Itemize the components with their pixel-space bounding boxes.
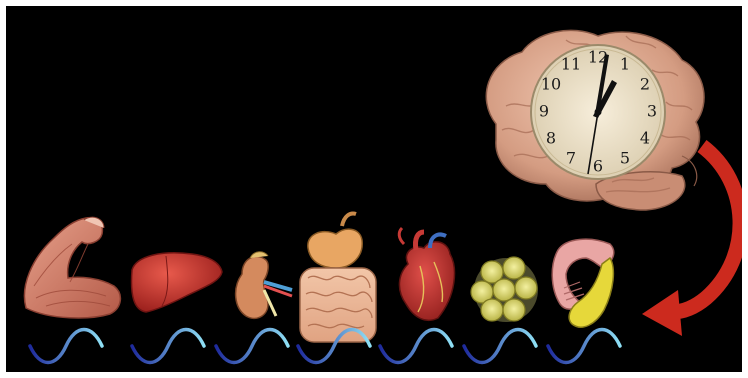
heart-icon (399, 228, 454, 320)
clock-numeral-9: 9 (539, 102, 549, 121)
wave-kidney (216, 330, 288, 363)
clock-numeral-5: 5 (620, 149, 630, 168)
wave-heart (380, 330, 452, 363)
wave-fat (464, 330, 536, 363)
clock-numeral-4: 4 (640, 129, 650, 148)
wave-liver (132, 330, 204, 363)
clock-numeral-7: 7 (566, 149, 576, 168)
clock-numeral-3: 3 (647, 102, 657, 121)
clock-numeral-11: 11 (561, 55, 581, 74)
muscle-icon (24, 217, 120, 318)
clock-numeral-1: 1 (620, 55, 630, 74)
clock-numeral-6: 6 (593, 157, 603, 176)
pancreas-icon (552, 239, 614, 327)
diagram-canvas: 12 1 2 3 4 5 6 7 8 9 10 11 (6, 6, 742, 372)
clock-numeral-10: 10 (541, 75, 561, 94)
digestive-tract-icon (300, 214, 376, 343)
wave-muscle (30, 330, 102, 363)
clock-icon: 12 1 2 3 4 5 6 7 8 9 10 11 (531, 45, 665, 179)
kidney-icon (236, 252, 292, 319)
clock-numeral-2: 2 (640, 75, 650, 94)
wave-pancreas (548, 330, 620, 363)
fat-cells-icon (471, 257, 538, 322)
liver-icon (132, 253, 222, 312)
clock-numeral-8: 8 (546, 129, 556, 148)
